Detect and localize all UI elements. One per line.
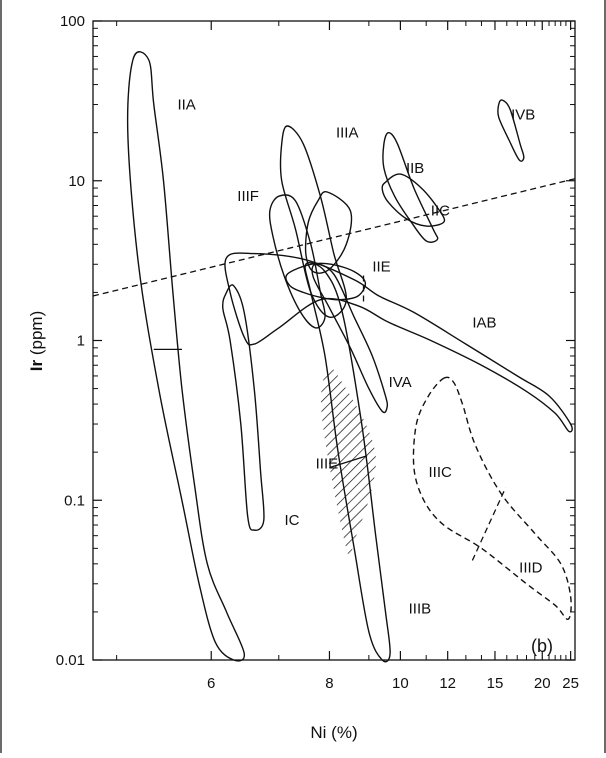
- hatched-region: [321, 366, 376, 559]
- field-label-iiid: IIID: [519, 559, 543, 576]
- field-outline-iiia: [279, 125, 348, 318]
- field-label-iia: IIA: [177, 97, 195, 114]
- y-tick-label-1: 1: [77, 333, 85, 350]
- field-outline-ic: [222, 284, 265, 532]
- y-tick-label-10: 10: [68, 173, 85, 190]
- panel-label: (b): [531, 636, 553, 656]
- left-border: [0, 0, 2, 753]
- boundary-lines: [92, 178, 576, 561]
- field-label-iic: IIC: [431, 203, 450, 220]
- x-tick-label-15: 15: [487, 675, 504, 692]
- y-axis-title-element: Ir: [27, 360, 46, 372]
- field-outline-iiie: [304, 191, 353, 274]
- axis-ticks: [93, 20, 575, 661]
- field-outline-iie: [285, 262, 367, 301]
- field-outline-iia: [126, 51, 245, 662]
- x-tick-label-8: 8: [325, 675, 333, 692]
- boundary-line-2: [471, 487, 507, 561]
- field-outline-ivb: [497, 99, 525, 162]
- field-outline-iab: [224, 252, 573, 433]
- field-outline-iiif: [268, 194, 326, 329]
- x-tick-label-12: 12: [439, 675, 456, 692]
- plot-area-frame: [92, 20, 576, 661]
- field-label-ic: IC: [284, 512, 299, 529]
- field-label-iiia: IIIA: [336, 125, 359, 142]
- x-tick-label-20: 20: [534, 675, 551, 692]
- field-labels: IIA IC IIIF IIIA IIIE IIIB IVA IAB IIE IIB IIC IVB I…: [177, 97, 542, 618]
- field-label-ivb: IVB: [511, 106, 535, 123]
- y-axis-title-unit: (ppm): [27, 311, 46, 360]
- field-outline-iiic: [412, 376, 572, 620]
- field-label-iib: IIB: [406, 160, 424, 177]
- right-border: [604, 0, 606, 753]
- field-label-iiic: IIIC: [429, 464, 453, 481]
- iron-meteorite-group-fields: [126, 51, 573, 663]
- field-label-iie: IIE: [372, 259, 390, 276]
- boundary-line-1: [92, 178, 576, 297]
- field-outline-iic: [381, 173, 446, 227]
- x-tick-label-6: 6: [207, 675, 215, 692]
- field-label-iiif: IIIF: [237, 188, 259, 205]
- field-label-iva: IVA: [389, 374, 412, 391]
- x-tick-label-25: 25: [562, 675, 579, 692]
- y-tick-label-0-01: 0.01: [56, 652, 85, 669]
- field-label-iab: IAB: [472, 314, 496, 331]
- y-tick-label-100: 100: [60, 13, 85, 30]
- y-tick-label-0-1: 0.1: [64, 492, 85, 509]
- field-outline-iib: [382, 131, 439, 243]
- x-tick-label-10: 10: [392, 675, 409, 692]
- field-outline-iva: [311, 263, 389, 414]
- y-axis-title: Ir (ppm): [27, 311, 46, 371]
- tick-labels: 6 8 10 12 15 20 25 100 10 1 0.1 0.01: [56, 13, 579, 692]
- field-outline-iiib: [304, 262, 391, 663]
- field-label-iiib: IIIB: [409, 601, 432, 618]
- x-axis-title: Ni (%): [310, 723, 357, 742]
- field-label-iiie: IIIE: [316, 455, 339, 472]
